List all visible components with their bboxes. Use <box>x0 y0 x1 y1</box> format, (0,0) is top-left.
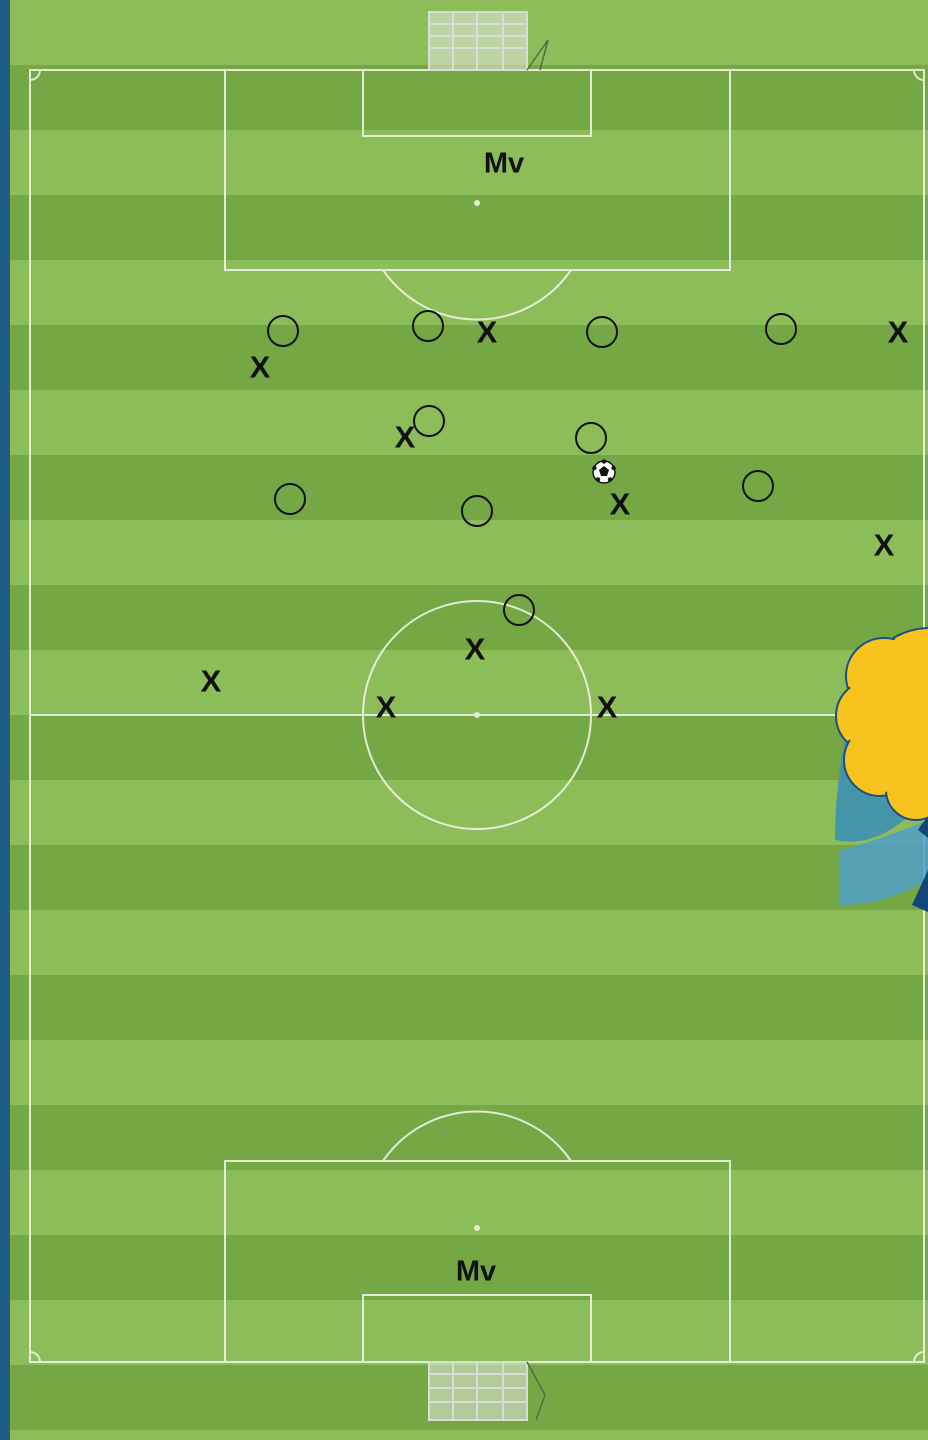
player-o-marker <box>413 405 445 437</box>
center-spot <box>475 713 479 717</box>
grass-stripe <box>10 1300 928 1365</box>
grass-stripe <box>10 715 928 780</box>
player-o-marker <box>742 470 774 502</box>
player-x-marker: X <box>874 530 895 561</box>
grass-stripe <box>10 130 928 195</box>
player-x-marker: X <box>376 692 397 723</box>
bottom-penalty-spot <box>475 1226 479 1230</box>
cloud-graphic <box>835 628 928 912</box>
grass-stripe <box>10 1170 928 1235</box>
player-x-marker: X <box>888 317 909 348</box>
left-border <box>0 0 10 1440</box>
player-o-marker <box>412 310 444 342</box>
player-x-marker: X <box>250 352 271 383</box>
top-penalty-spot <box>475 201 479 205</box>
grass-stripe <box>10 195 928 260</box>
grass-stripe <box>10 910 928 975</box>
bottom-goalkeeper-label: Mv <box>456 1258 496 1287</box>
player-x-marker: X <box>395 422 416 453</box>
player-o-marker <box>274 483 306 515</box>
player-x-marker: X <box>597 692 618 723</box>
player-o-marker <box>503 594 535 626</box>
grass-stripe <box>10 390 928 455</box>
grass-stripe <box>10 780 928 845</box>
grass-stripes <box>10 0 928 1440</box>
player-o-marker <box>267 315 299 347</box>
player-o-marker <box>575 422 607 454</box>
grass-stripe <box>10 65 928 130</box>
grass-stripe <box>10 845 928 910</box>
top-goalkeeper-label: Mv <box>484 150 524 179</box>
grass-stripe <box>10 1040 928 1105</box>
player-o-marker <box>461 495 493 527</box>
grass-stripe <box>10 975 928 1040</box>
player-o-marker <box>586 316 618 348</box>
player-x-marker: X <box>477 317 498 348</box>
player-x-marker: X <box>465 634 486 665</box>
player-x-marker: X <box>201 666 222 697</box>
grass-stripe <box>10 1430 928 1440</box>
player-o-marker <box>765 313 797 345</box>
bottom-goal <box>429 1362 545 1420</box>
player-x-marker: X <box>610 489 631 520</box>
grass-stripe <box>10 520 928 585</box>
